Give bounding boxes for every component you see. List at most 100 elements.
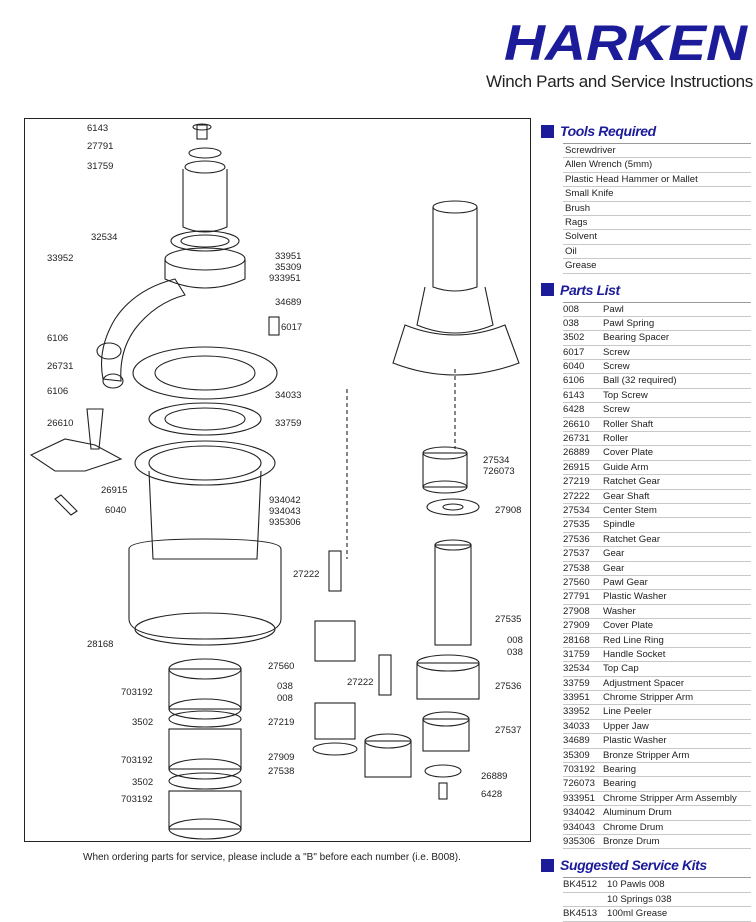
part-name: Chrome Stripper Arm <box>603 692 694 704</box>
top-cap-shape <box>170 230 240 252</box>
part-number: 31759 <box>563 648 590 660</box>
bearing-703192-b-shape <box>168 728 242 770</box>
part-name: Plastic Washer <box>603 591 667 603</box>
kit-contents: 100ml Grease <box>607 908 668 920</box>
part-name: Bearing Spacer <box>603 332 670 344</box>
part-number: 6428 <box>563 404 585 416</box>
callout-27534: 27534 <box>483 455 509 466</box>
tool-item: Grease <box>563 259 751 274</box>
part-name: Top Screw <box>603 389 648 401</box>
bearing-726073-shape <box>422 452 468 488</box>
part-name: Spindle <box>603 519 636 531</box>
service-kits-heading: Suggested Service Kits <box>541 855 751 875</box>
part-number: 6143 <box>563 389 585 401</box>
center-stem-base-shape <box>392 324 520 376</box>
part-number: 27560 <box>563 576 590 588</box>
part-name: Ratchet Gear <box>603 476 661 488</box>
part-number: 008 <box>563 303 580 315</box>
part-number: 726073 <box>563 778 596 790</box>
callout-27538: 27538 <box>268 766 294 777</box>
kit-contents: 10 Springs 038 <box>607 893 672 905</box>
part-name: Aluminum Drum <box>603 807 672 819</box>
part-number: 27538 <box>563 562 590 574</box>
part-name: Cover Plate <box>603 620 654 632</box>
parts-list-row: 038 Pawl Spring <box>563 317 751 332</box>
callout-008-a: 008 <box>277 693 293 704</box>
tool-name: Oil <box>565 245 577 257</box>
callout-26731: 26731 <box>47 361 73 372</box>
callout-27537: 27537 <box>495 725 521 736</box>
tool-name: Grease <box>565 260 597 272</box>
callout-703192-c: 703192 <box>121 794 153 805</box>
parts-list-heading: Parts List <box>541 280 751 300</box>
tools-required-title: Tools Required <box>560 123 656 139</box>
tool-item: Rags <box>563 216 751 231</box>
callout-726073: 726073 <box>483 466 515 477</box>
part-number: 703192 <box>563 764 596 776</box>
part-name: Chrome Stripper Arm Assembly <box>603 792 737 804</box>
callout-33759: 33759 <box>275 418 301 429</box>
gear-shaft-b-shape <box>378 654 392 696</box>
section-bullet-icon <box>541 124 554 138</box>
ratchet-gear-27536-shape <box>416 662 480 700</box>
bearing-703192-a-shape <box>168 668 242 710</box>
callout-038-b: 038 <box>507 647 523 658</box>
part-name: Cover Plate <box>603 447 654 459</box>
callout-27222-b: 27222 <box>347 677 373 688</box>
callout-27535: 27535 <box>495 614 521 625</box>
callout-934042: 934042 <box>269 495 301 506</box>
section-bullet-icon <box>541 858 554 872</box>
part-number: 27222 <box>563 490 590 502</box>
tool-item: Solvent <box>563 230 751 245</box>
screw-6428-shape <box>438 782 448 800</box>
part-number: 6040 <box>563 361 585 373</box>
tool-name: Allen Wrench (5mm) <box>565 159 653 171</box>
part-number: 26731 <box>563 433 590 445</box>
ordering-footnote: When ordering parts for service, please … <box>83 852 461 863</box>
tool-name: Brush <box>565 202 591 214</box>
part-name: Gear <box>603 548 625 560</box>
part-number: 27908 <box>563 605 590 617</box>
handle-socket-shape <box>182 169 228 233</box>
parts-list-row: 6040 Screw <box>563 360 751 375</box>
part-number: 32534 <box>563 663 590 675</box>
part-name: Pawl Spring <box>603 317 655 329</box>
tools-required-heading: Tools Required <box>541 121 751 141</box>
callout-27560: 27560 <box>268 661 294 672</box>
tool-name: Plastic Head Hammer or Mallet <box>565 173 698 185</box>
part-number: 935306 <box>563 835 596 847</box>
part-name: Line Peeler <box>603 706 652 718</box>
part-number: 3502 <box>563 332 585 344</box>
part-name: Upper Jaw <box>603 720 649 732</box>
callout-27222-a: 27222 <box>293 569 319 580</box>
tool-name: Rags <box>565 216 588 228</box>
part-name: Bearing <box>603 764 637 776</box>
part-number: 27536 <box>563 533 590 545</box>
callout-26610: 26610 <box>47 418 73 429</box>
service-kit-row: 10 Springs 038 <box>563 893 751 908</box>
callout-6143: 6143 <box>87 123 108 134</box>
part-name: Screw <box>603 361 630 373</box>
part-name: Ball (32 required) <box>603 375 677 387</box>
part-number: 038 <box>563 317 580 329</box>
part-number: 27534 <box>563 504 590 516</box>
callout-26889: 26889 <box>481 771 507 782</box>
top-screw-shape <box>196 124 208 140</box>
callout-26915: 26915 <box>101 485 127 496</box>
